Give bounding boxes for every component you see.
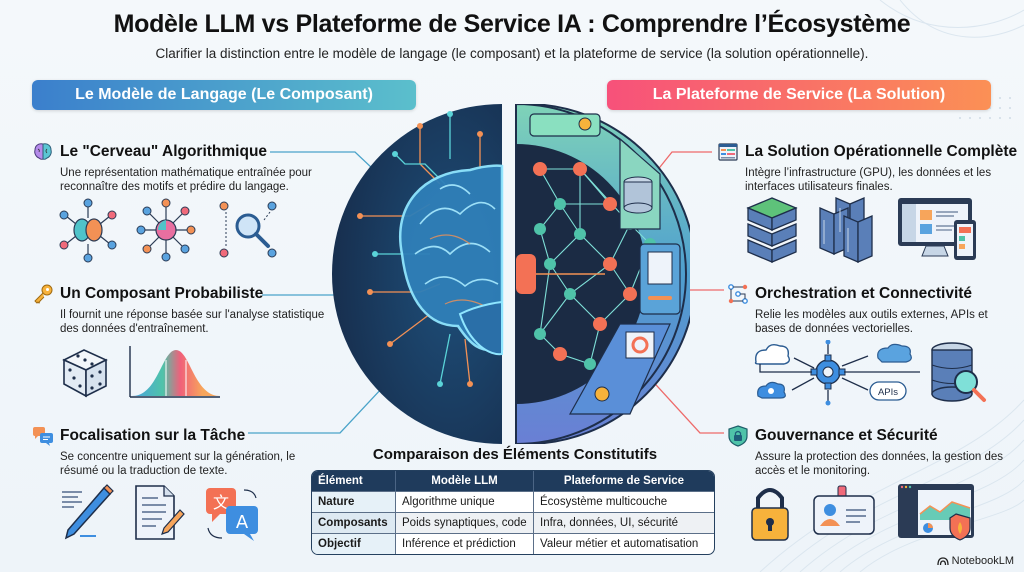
neural-brain-network-icon [59, 198, 117, 263]
brain-icon [34, 143, 52, 160]
section-probabilistic: Un Composant Probabiliste Il fournit une… [32, 283, 332, 336]
section-title: Un Composant Probabiliste [60, 285, 264, 302]
table-row: Composants Poids synaptiques, code Infra… [312, 512, 714, 533]
section-title: Le "Cerveau" Algorithmique [60, 143, 268, 160]
monitoring-dashboard-icon [898, 484, 974, 541]
translate-icon: 文 A [206, 488, 258, 541]
shield-lock-icon [728, 425, 748, 447]
dice-icon [62, 349, 108, 398]
llm-banner: Le Modèle de Langage (Le Composant) [32, 80, 416, 110]
notebooklm-logo-icon [936, 557, 949, 566]
section-description: Une représentation mathématique entraîné… [60, 167, 312, 193]
table-row: Objectif Inférence et prédiction Valeur … [312, 533, 714, 554]
governance-illustrations [751, 484, 974, 541]
llm-vs-platform-illustration [332, 104, 690, 444]
section-governance: Gouvernance et Sécurité Assure la protec… [727, 425, 1017, 478]
section-title: Focalisation sur la Tâche [60, 427, 246, 444]
table-header: Élément [312, 471, 396, 491]
section-description: Intègre l’infrastructure (GPU), les donn… [745, 167, 992, 193]
section-title: Orchestration et Connectivité [755, 285, 973, 302]
orchestration-illustrations: APIs [754, 340, 986, 406]
section-description: Il fournit une réponse basée sur l'analy… [60, 309, 325, 335]
table-cell: Inférence et prédiction [396, 533, 534, 554]
document-edit-icon [135, 485, 185, 540]
database-search-icon [931, 342, 986, 402]
table-cell: Poids synaptiques, code [396, 512, 534, 533]
section-title: La Solution Opérationnelle Complète [745, 143, 1018, 160]
notebooklm-brand: NotebookLM [936, 555, 1014, 567]
infrastructure-illustrations [746, 197, 976, 263]
platform-banner: La Plateforme de Service (La Solution) [607, 80, 991, 110]
table-header: Plateforme de Service [534, 471, 714, 491]
table-header: Modèle LLM [396, 471, 534, 491]
page-title: Modèle LLM vs Plateforme de Service IA :… [113, 10, 911, 38]
table-cell: Algorithme unique [396, 491, 534, 512]
table-row-header: Composants [312, 512, 396, 533]
table-title: Comparaison des Éléments Constitutifs [372, 446, 658, 463]
table-row: Nature Algorithme unique Écosystème mult… [312, 491, 714, 512]
table-row-header: Objectif [312, 533, 396, 554]
network-hub-icon [136, 198, 196, 262]
page-subtitle: Clarifier la distinction entre le modèle… [155, 46, 869, 61]
server-racks-icon [819, 197, 873, 263]
table-cell: Valeur métier et automatisation [534, 533, 714, 554]
padlock-icon [751, 488, 789, 541]
apis-label: APIs [878, 387, 898, 398]
table-row-header: Nature [312, 491, 396, 512]
platform-half [515, 104, 690, 444]
table-cell: Écosystème multicouche [534, 491, 714, 512]
orchestration-hub-icon: APIs [754, 340, 920, 406]
brand-label: NotebookLM [951, 555, 1014, 567]
svg-text:文: 文 [213, 493, 229, 512]
key-icon [34, 284, 53, 304]
pen-writing-icon [62, 484, 114, 540]
table-header-row: Élément Modèle LLM Plateforme de Service [312, 471, 714, 491]
bell-curve-icon [129, 346, 220, 398]
llm-brain-illustrations [59, 198, 277, 263]
workflow-icon [728, 284, 748, 304]
table-cell: Infra, données, UI, sécurité [534, 512, 714, 533]
brain-half [332, 104, 504, 444]
section-description: Se concentre uniquement sur la génératio… [60, 451, 296, 477]
chat-bubbles-icon [33, 427, 53, 446]
gpu-server-icon [746, 197, 798, 263]
section-algorithmic-brain: Le "Cerveau" Algorithmique Une représent… [32, 141, 332, 194]
section-description: Relie les modèles aux outils externes, A… [755, 309, 988, 335]
comparison-table: Élément Modèle LLM Plateforme de Service… [311, 470, 715, 555]
id-badge-icon [813, 485, 875, 535]
section-task-focus: Focalisation sur la Tâche Se concentre u… [32, 425, 332, 478]
dashboard-window-icon [718, 143, 738, 161]
section-orchestration: Orchestration et Connectivité Relie les … [727, 283, 1017, 336]
svg-text:A: A [236, 512, 249, 533]
section-description: Assure la protection des données, la ges… [755, 451, 1004, 477]
section-title: Gouvernance et Sécurité [755, 427, 938, 444]
task-illustrations: 文 A [62, 484, 258, 541]
section-operational-solution: La Solution Opérationnelle Complète Intè… [717, 141, 1017, 194]
probabilistic-illustrations [62, 346, 220, 398]
desktop-mobile-icon [898, 198, 976, 260]
magnifier-network-icon [219, 201, 277, 258]
